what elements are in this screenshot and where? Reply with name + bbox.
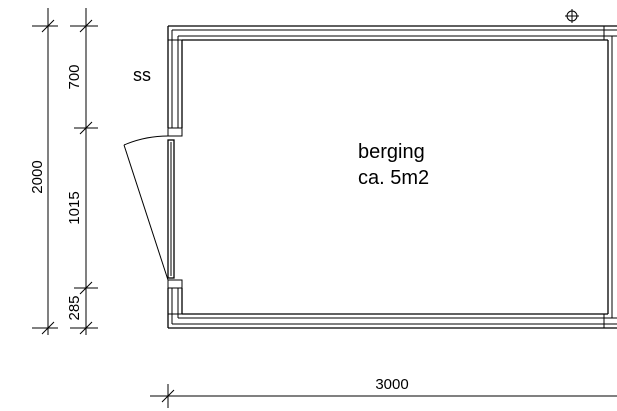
- room-walls: [167, 25, 617, 329]
- door: [123, 127, 183, 289]
- dim-text-700: 700: [66, 64, 83, 89]
- circle-cross-icon: [565, 9, 579, 23]
- dim-tick-bottom: [41, 321, 55, 335]
- chain-tick-1015: [79, 281, 93, 295]
- room-name-label: berging: [358, 141, 425, 163]
- door-frame-bottom: [167, 279, 183, 289]
- door-leaf: [167, 139, 175, 279]
- room-area-label: ca. 5m2: [358, 167, 429, 189]
- dim-text-width: 3000: [375, 376, 408, 393]
- door-frame-top: [167, 127, 183, 137]
- dimension-width: 3000: [150, 376, 617, 408]
- dim-text-1015: 1015: [66, 191, 83, 224]
- chain-tick-bottom: [79, 321, 93, 335]
- dimension-chain-segments: 700 1015 285: [66, 8, 98, 335]
- dim-text-285: 285: [66, 295, 83, 320]
- door-swing-arc: [123, 135, 169, 146]
- dim-tick-top: [41, 19, 55, 33]
- dim-tick-left: [161, 389, 175, 403]
- chain-tick-700: [79, 121, 93, 135]
- door-swing-line: [123, 144, 169, 281]
- dim-text-total: 2000: [29, 160, 46, 193]
- chain-tick-top: [79, 19, 93, 33]
- dimension-total-height: 2000: [29, 8, 58, 335]
- ss-label: ss: [133, 65, 151, 85]
